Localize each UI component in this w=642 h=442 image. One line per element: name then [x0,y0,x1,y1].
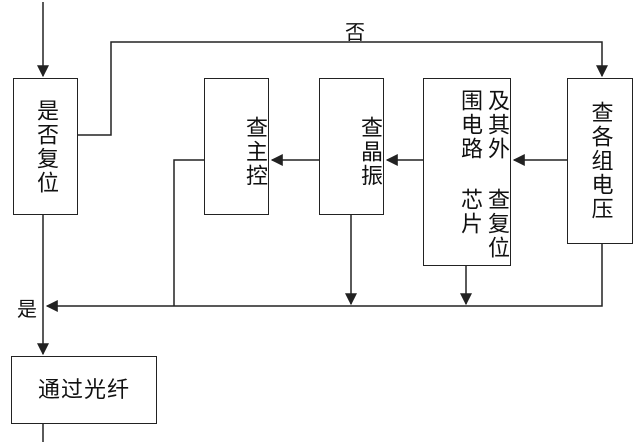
reset-check-label: 是否复位 [33,98,58,195]
check-voltage-label: 查各组电压 [587,101,613,221]
check-crystal-box: 查晶振 [319,78,384,215]
reset-check-box: 是否复位 [13,78,78,215]
edge-voltage-bus [45,244,603,312]
check-reset-chip-label-left: 查复位芯片 [457,187,509,260]
check-reset-chip-label-right: 及其外围电路 [457,89,509,161]
fiber-label: 通过光纤 [37,377,130,403]
check-voltage-box: 查各组电压 [567,78,633,244]
edge-main-to-bus [173,159,204,306]
no-label: 否 [345,20,365,44]
fiber-box: 通过光纤 [11,356,157,424]
yes-label: 是 [17,297,37,321]
edge-reset-no-to-voltage [78,41,608,136]
check-crystal-label: 查晶振 [357,115,382,188]
check-main-control-label: 查主控 [242,115,267,188]
check-main-control-box: 查主控 [204,78,269,215]
check-reset-chip-box: 及其外围电路 查复位芯片 [423,78,511,266]
